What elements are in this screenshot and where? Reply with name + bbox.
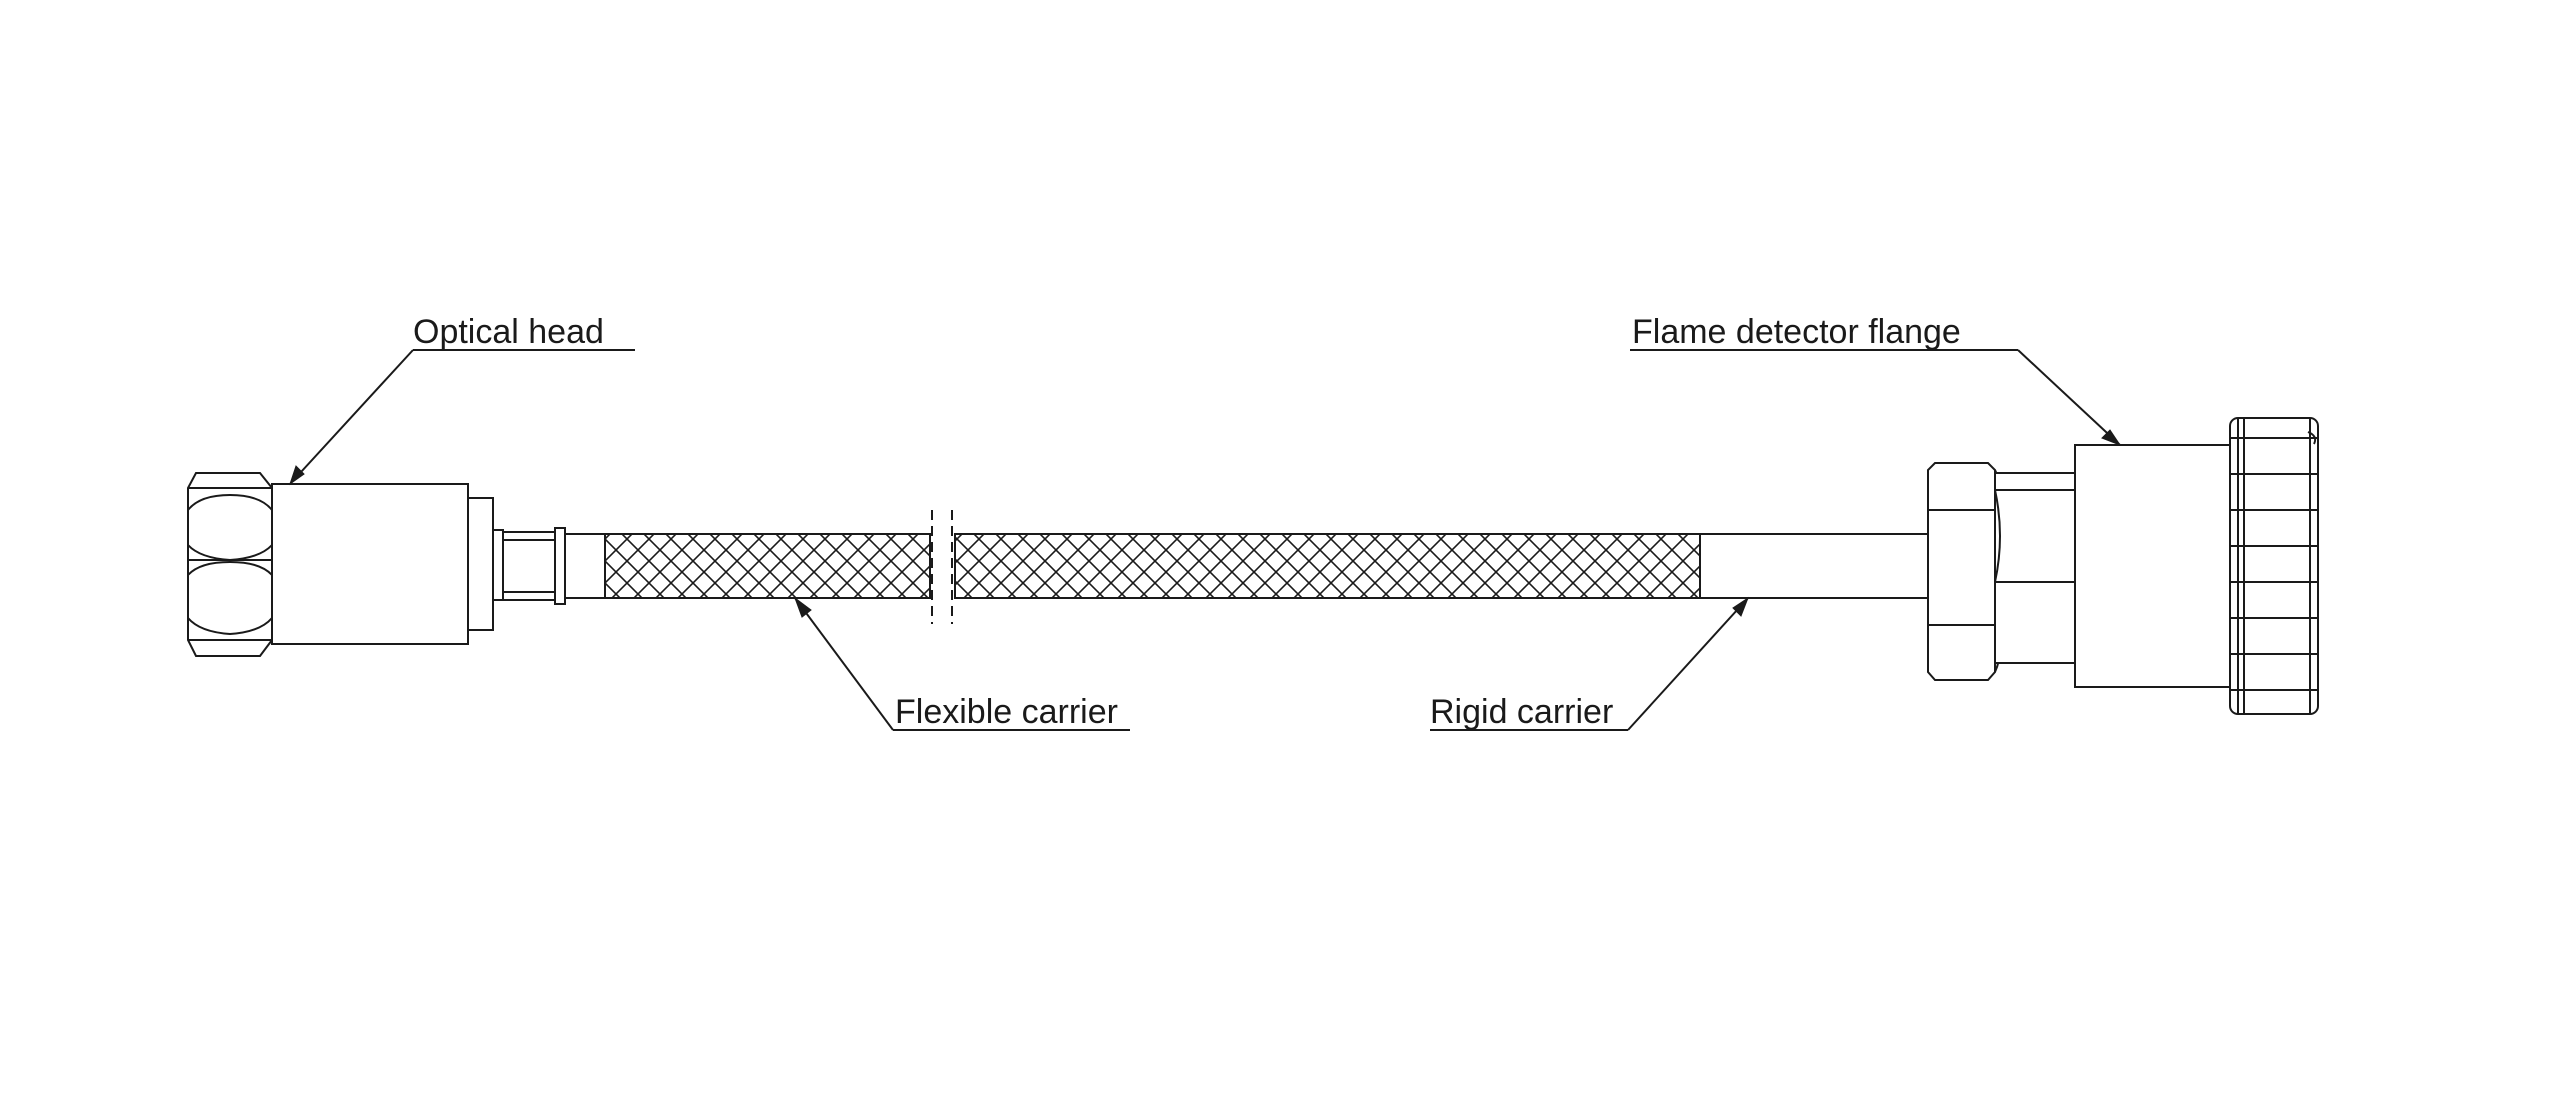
optical-head-collar bbox=[467, 497, 494, 631]
label-flame-detector-flange: Flame detector flange bbox=[1632, 313, 1961, 351]
leader-flexible-carrier bbox=[793, 596, 1130, 731]
flange-neck bbox=[1994, 472, 2076, 664]
label-optical-head: Optical head bbox=[413, 313, 604, 351]
flexible-carrier bbox=[604, 510, 1701, 624]
flange-hex-nut bbox=[1927, 462, 1996, 681]
flange-body bbox=[2074, 444, 2231, 688]
leader-rigid-carrier bbox=[1430, 596, 1750, 731]
flame-detector-flange bbox=[1927, 417, 2319, 715]
label-rigid-carrier: Rigid carrier bbox=[1430, 693, 1613, 731]
rigid-carrier bbox=[1699, 533, 1935, 599]
flange-knurled-cap bbox=[2229, 417, 2319, 715]
optical-head-body bbox=[271, 483, 469, 645]
leader-flame-detector-flange bbox=[1630, 349, 2122, 447]
leader-optical-head bbox=[289, 349, 635, 486]
optical-head bbox=[187, 472, 606, 657]
label-flexible-carrier: Flexible carrier bbox=[895, 693, 1118, 731]
